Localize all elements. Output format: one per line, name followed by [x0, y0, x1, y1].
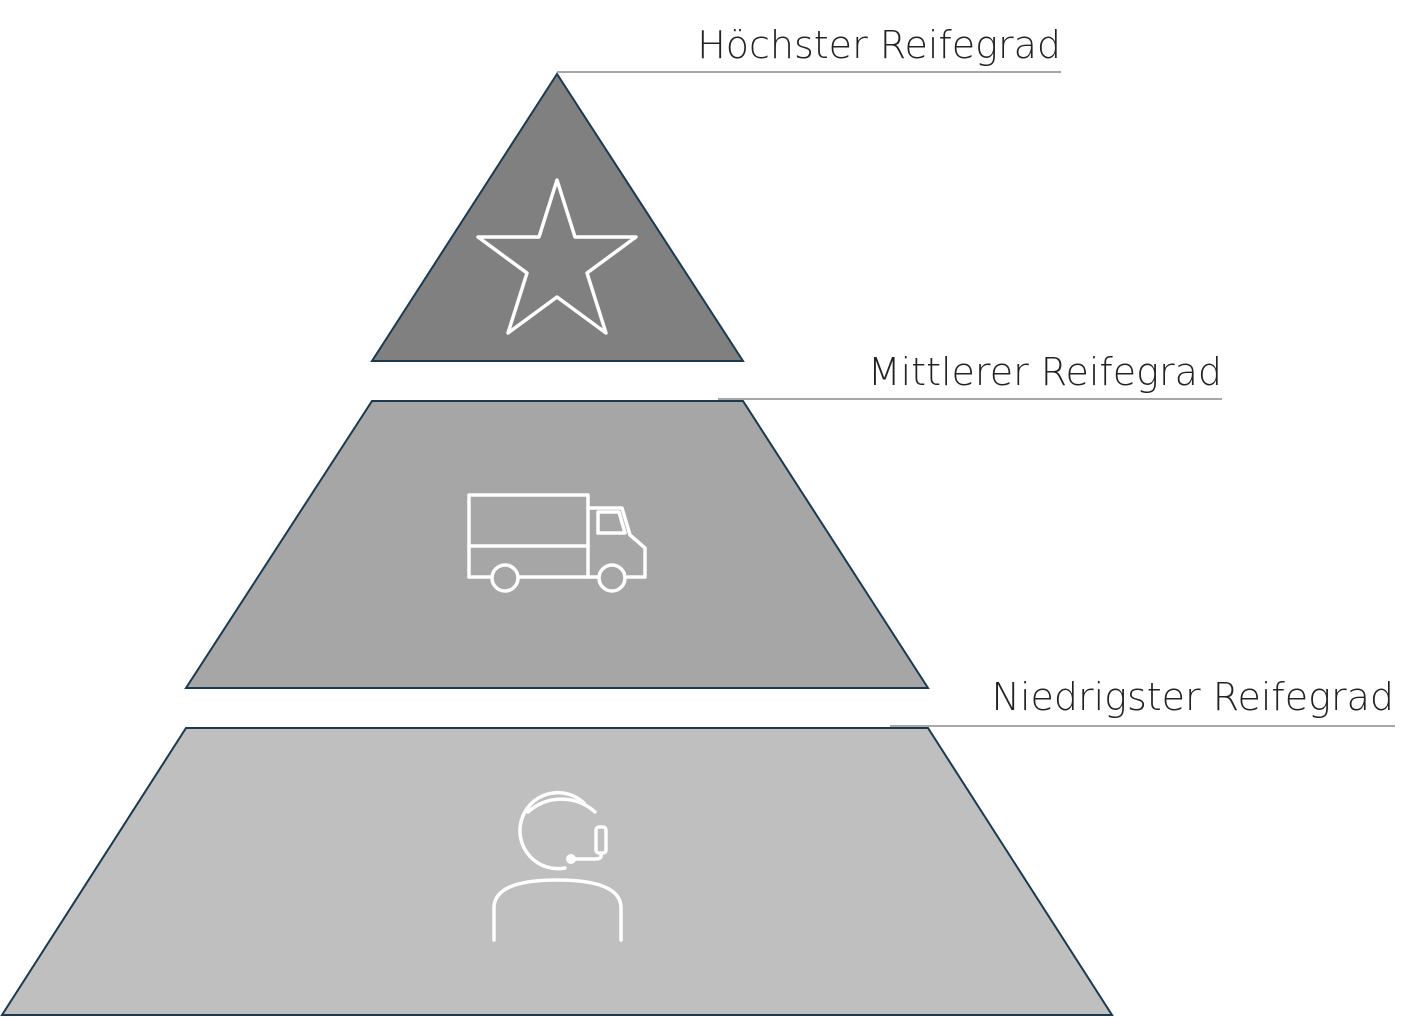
tier-top-shape	[370, 72, 745, 362]
headset-agent-icon	[492, 790, 623, 942]
level-label-middle: Mittlerer Reifegrad	[868, 350, 1222, 394]
level-label-top: Höchster Reifegrad	[697, 23, 1061, 67]
tier-top: Höchster Reifegrad	[370, 23, 1061, 362]
truck-icon	[467, 493, 647, 593]
tier-bottom-shape	[0, 727, 1114, 1016]
tier-middle: Mittlerer Reifegrad	[184, 350, 1222, 689]
star-icon	[476, 178, 638, 335]
tier-bottom: Niedrigster Reifegrad	[0, 675, 1395, 1016]
level-label-bottom: Niedrigster Reifegrad	[992, 675, 1394, 719]
